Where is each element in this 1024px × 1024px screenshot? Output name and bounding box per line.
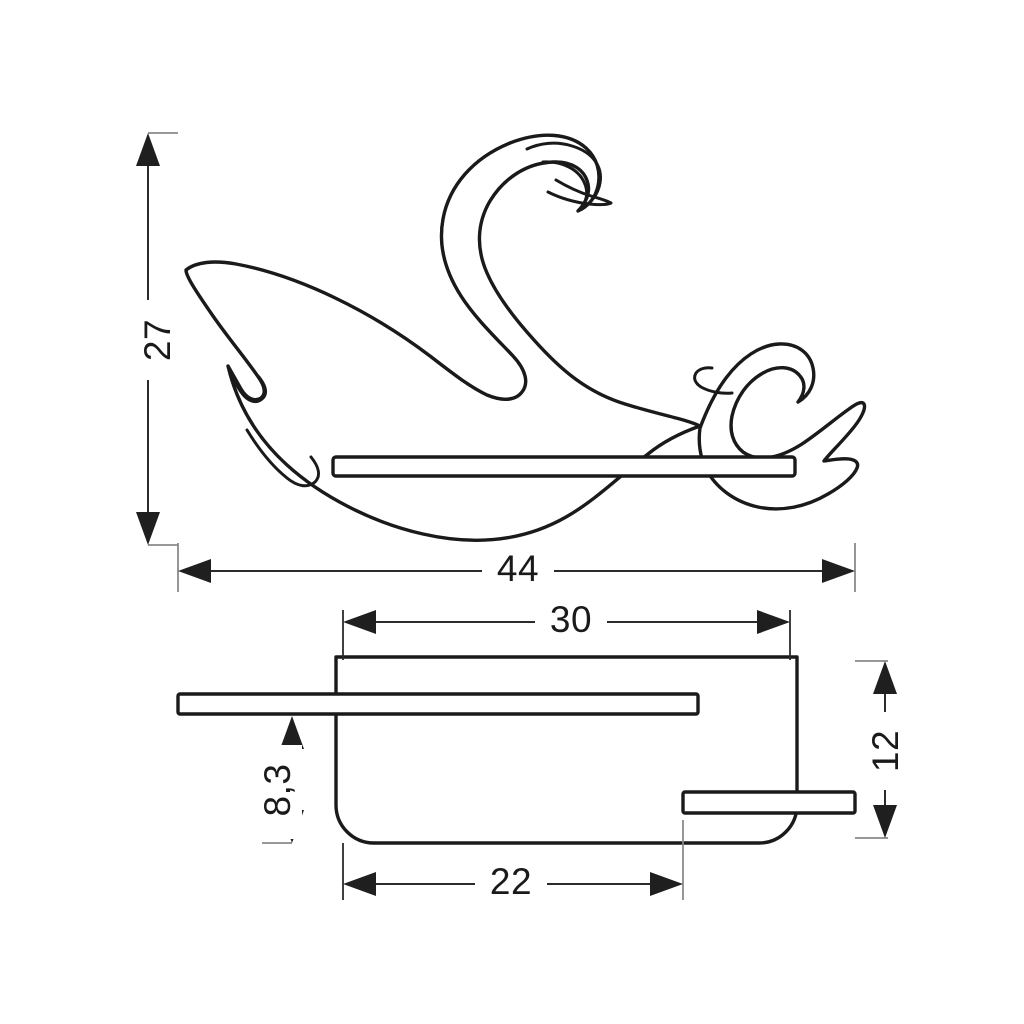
dim-30-text-mask bbox=[535, 600, 607, 646]
cygnet-neck-inner bbox=[729, 414, 804, 460]
arrow-22-left bbox=[343, 872, 376, 896]
swan-head-beak bbox=[525, 141, 602, 212]
dimension-width-22: 22 bbox=[342, 820, 684, 907]
dimension-width-44: 44 bbox=[177, 543, 856, 594]
side-body-outline bbox=[334, 655, 799, 845]
cygnet-head-beak bbox=[693, 366, 734, 395]
dim-label-12: 12 bbox=[865, 730, 906, 772]
arrow-30-left bbox=[343, 610, 376, 634]
arrow-27-top bbox=[136, 133, 160, 166]
dim-label-22: 22 bbox=[490, 861, 532, 902]
front-view-group bbox=[184, 133, 867, 542]
side-view-group bbox=[176, 655, 857, 845]
dimension-height-27: 27 bbox=[122, 132, 178, 546]
cygnet-tail-notch bbox=[822, 457, 860, 470]
arrow-22-right bbox=[650, 872, 683, 896]
arrow-44-right bbox=[822, 559, 855, 583]
dim-27-text-mask bbox=[122, 300, 178, 380]
swan-body-outline bbox=[184, 133, 702, 542]
arrow-12-bottom bbox=[873, 805, 897, 838]
swan-beak-tip bbox=[546, 178, 613, 207]
swan-wing-notch-lower bbox=[245, 428, 320, 488]
arrow-44-left bbox=[178, 559, 211, 583]
dim-label-27: 27 bbox=[137, 319, 178, 361]
dimension-depth-12: 12 bbox=[855, 660, 910, 839]
swan-wing-notch-upper bbox=[226, 364, 268, 404]
dimension-width-30: 30 bbox=[342, 599, 791, 660]
arrow-83-top bbox=[280, 716, 304, 749]
arrow-27-bottom bbox=[136, 512, 160, 545]
dim-label-8-3: 8,3 bbox=[257, 764, 298, 817]
dim-22-text-mask bbox=[475, 861, 547, 907]
swan-neck-inner-curve bbox=[428, 141, 528, 401]
dim-44-text-mask bbox=[482, 548, 554, 594]
arrow-30-right bbox=[757, 610, 790, 634]
side-shelf-bar bbox=[176, 692, 700, 716]
cygnet-outline bbox=[697, 342, 867, 511]
side-small-bar bbox=[681, 790, 857, 815]
arrow-12-top bbox=[873, 661, 897, 694]
dim-83-text-mask bbox=[252, 745, 302, 839]
dim-label-30: 30 bbox=[550, 599, 592, 640]
dim-12-text-mask bbox=[862, 712, 910, 790]
front-shelf-bar bbox=[331, 455, 797, 478]
dim-label-44: 44 bbox=[497, 548, 539, 589]
dimension-height-8-3: 8,3 bbox=[252, 716, 304, 844]
